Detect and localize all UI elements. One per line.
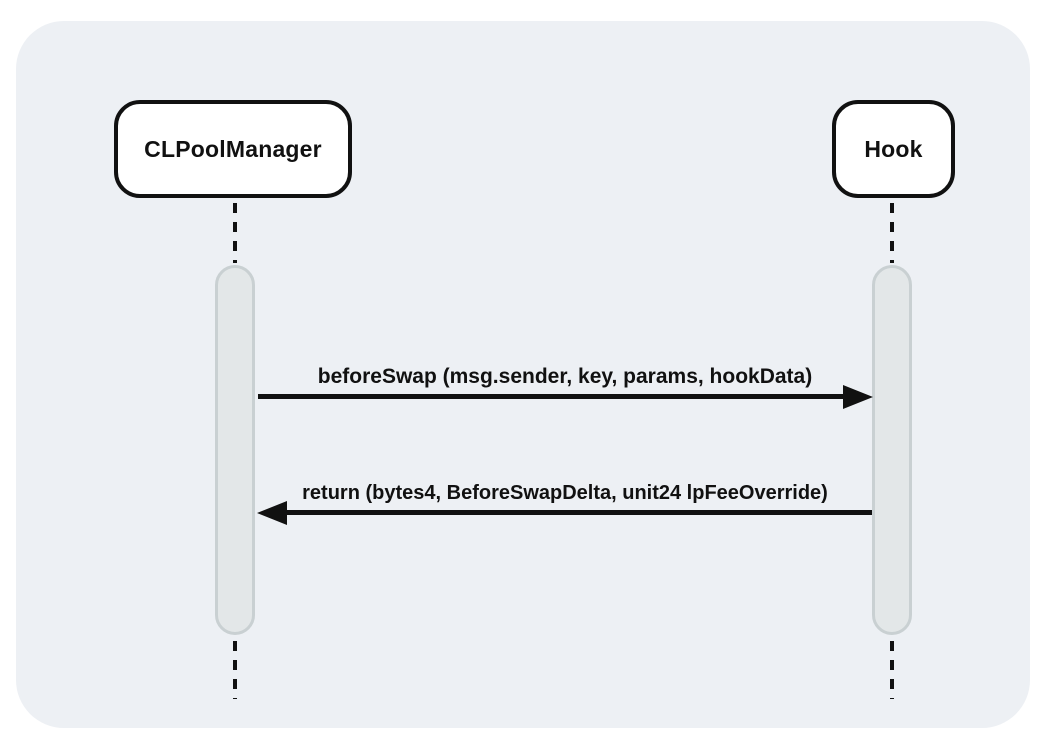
arrowhead-right-icon [843,385,873,409]
lifeline-hook-top [890,203,894,263]
diagram-panel: CLPoolManager Hook beforeSwap (msg.sende… [16,21,1030,728]
participant-label: Hook [864,135,923,162]
lifeline-hook-bottom [890,641,894,699]
participant-label: CLPoolManager [144,135,322,162]
message-return: return (bytes4, BeforeSwapDelta, unit24 … [257,469,872,525]
activation-bar-clpoolmanager [215,265,255,635]
message-label: beforeSwap (msg.sender, key, params, hoo… [317,365,813,388]
participant-clpoolmanager: CLPoolManager [114,100,352,198]
message-beforeswap: beforeSwap (msg.sender, key, params, hoo… [258,353,873,409]
arrowhead-left-icon [257,501,287,525]
lifeline-clpoolmanager-bottom [233,641,237,699]
participant-hook: Hook [832,100,955,198]
message-label: return (bytes4, BeforeSwapDelta, unit24 … [302,482,828,504]
activation-bar-hook [872,265,912,635]
message-line [258,394,848,399]
message-line [282,510,872,515]
lifeline-clpoolmanager-top [233,203,237,263]
